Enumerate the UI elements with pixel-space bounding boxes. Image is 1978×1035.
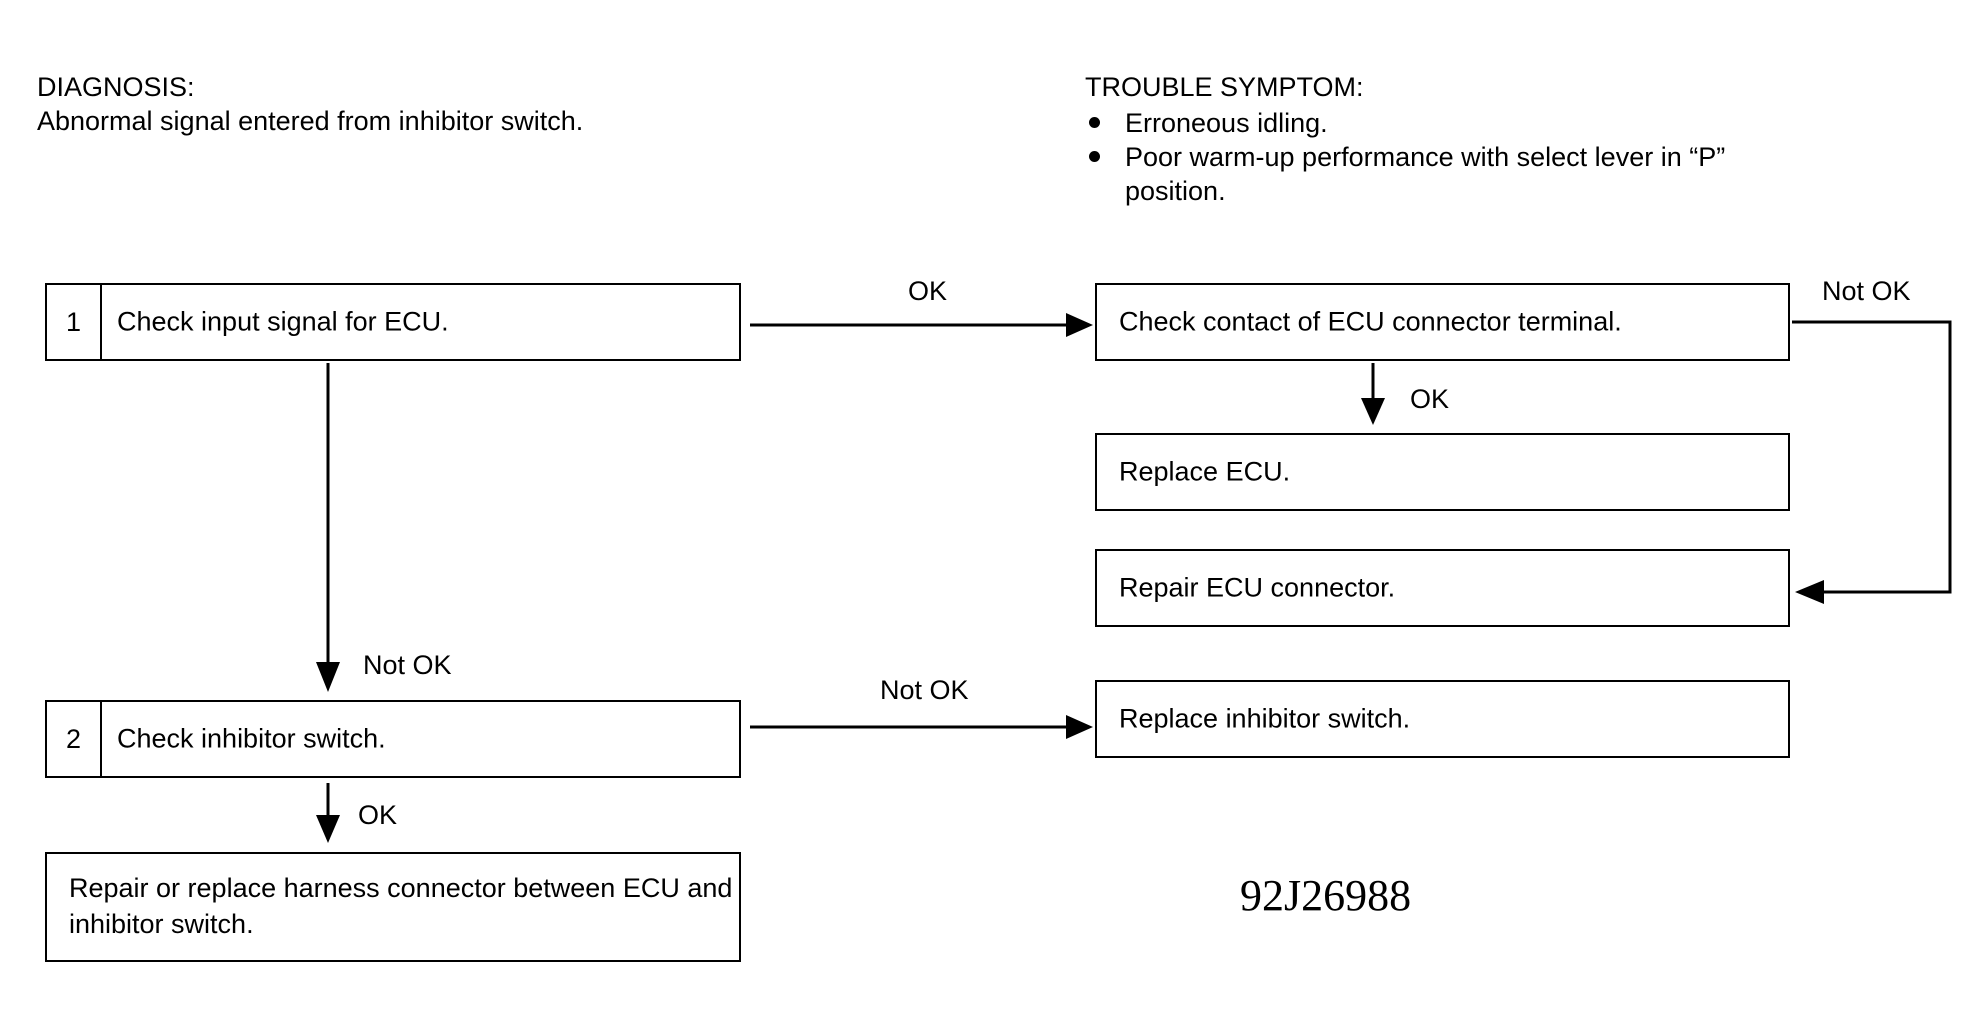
diagnosis-heading: DIAGNOSIS: bbox=[37, 72, 195, 102]
label-step2-ok: OK bbox=[358, 800, 398, 830]
label-contact-not-ok: Not OK bbox=[1822, 276, 1911, 306]
diagnosis-text: Abnormal signal entered from inhibitor s… bbox=[37, 106, 584, 136]
step-2-label: Check inhibitor switch. bbox=[117, 723, 386, 754]
replace-switch-box: Replace inhibitor switch. bbox=[1095, 680, 1790, 758]
label-step2-not-ok: Not OK bbox=[880, 675, 969, 705]
repair-connector-label: Repair ECU connector. bbox=[1119, 572, 1396, 603]
symptom-item: Poor warm-up performance with select lev… bbox=[1085, 140, 1825, 208]
step-2-box: 2 Check inhibitor switch. bbox=[45, 700, 741, 778]
arrowhead bbox=[1795, 580, 1824, 604]
figure-id: 92J26988 bbox=[1240, 871, 1412, 920]
symptom-item: Erroneous idling. bbox=[1085, 106, 1825, 140]
arrowhead bbox=[1066, 313, 1093, 337]
step-1-label: Check input signal for ECU. bbox=[117, 306, 449, 337]
replace-switch-label: Replace inhibitor switch. bbox=[1119, 703, 1411, 734]
arrowhead bbox=[316, 662, 340, 692]
bullet-icon bbox=[1089, 151, 1100, 162]
step-1-number: 1 bbox=[47, 285, 102, 359]
step-2-number: 2 bbox=[47, 702, 102, 776]
label-contact-ok: OK bbox=[1410, 384, 1450, 414]
bullet-icon bbox=[1089, 117, 1100, 128]
check-contact-box: Check contact of ECU connector terminal. bbox=[1095, 283, 1790, 361]
arrowhead bbox=[316, 815, 340, 843]
replace-ecu-label: Replace ECU. bbox=[1119, 456, 1291, 487]
check-contact-label: Check contact of ECU connector terminal. bbox=[1119, 306, 1622, 337]
replace-ecu-box: Replace ECU. bbox=[1095, 433, 1790, 511]
repair-harness-label: Repair or replace harness connector betw… bbox=[69, 873, 733, 939]
arrowhead bbox=[1066, 715, 1093, 739]
label-step1-ok: OK bbox=[908, 276, 948, 306]
repair-connector-box: Repair ECU connector. bbox=[1095, 549, 1790, 627]
step-1-box: 1 Check input signal for ECU. bbox=[45, 283, 741, 361]
trouble-symptom-heading: TROUBLE SYMPTOM: bbox=[1085, 72, 1364, 102]
label-step1-not-ok: Not OK bbox=[363, 650, 452, 680]
trouble-symptom-list: Erroneous idling. Poor warm-up performan… bbox=[1085, 106, 1825, 208]
repair-harness-box: Repair or replace harness connector betw… bbox=[45, 852, 741, 962]
arrow-contact-not-ok bbox=[1792, 320, 1952, 594]
arrowhead bbox=[1361, 398, 1385, 425]
